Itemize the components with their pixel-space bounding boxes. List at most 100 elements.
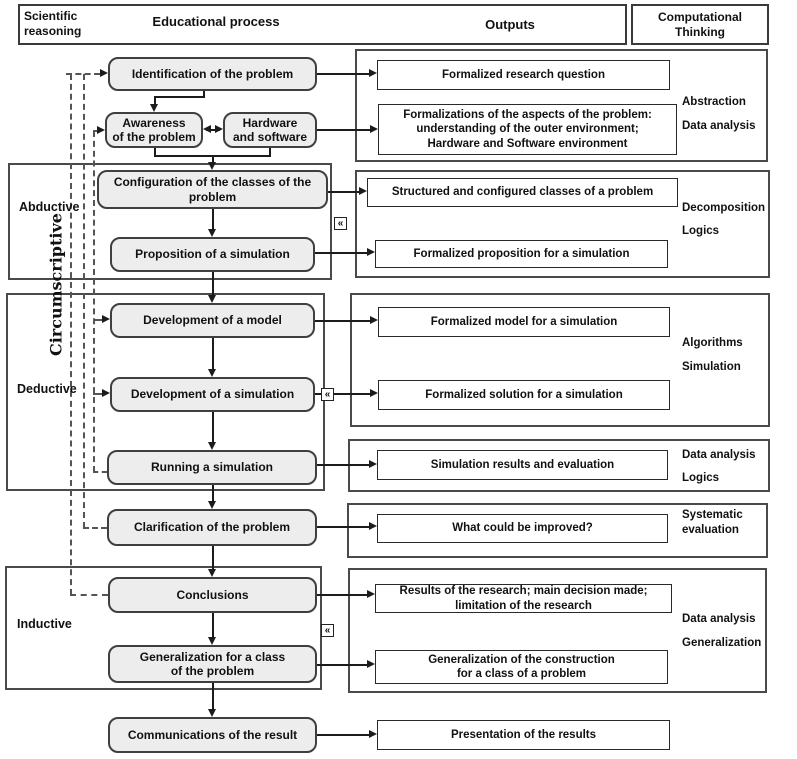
process-running-simulation: Running a simulation <box>107 450 317 485</box>
header-main-box <box>18 4 627 45</box>
output-group-abstraction <box>355 49 768 162</box>
arrow-conclusions-output <box>317 594 367 596</box>
output-group-decomposition <box>355 170 770 278</box>
elbow-identification-down <box>203 91 205 98</box>
arrow-running-clarification <box>212 485 214 502</box>
arrowhead <box>97 126 105 134</box>
arrowhead <box>208 501 216 509</box>
arrowhead <box>102 315 110 323</box>
process-development-simulation: Development of a simulation <box>110 377 315 412</box>
arrow-hardware-output <box>317 129 370 131</box>
arrowhead <box>370 389 378 397</box>
arrow-proposition-devmodel <box>212 272 214 296</box>
output-generalization-construction: Generalization of the construction for a… <box>375 650 668 684</box>
arrowhead <box>369 522 377 530</box>
arrow-devmodel-devsim <box>212 338 214 370</box>
feedback-running-loop <box>93 131 95 472</box>
arrow-config-proposition <box>212 209 214 231</box>
output-formalizations: Formalizations of the aspects of the pro… <box>378 104 677 155</box>
output-improved: What could be improved? <box>377 514 668 543</box>
merge-awareness-down <box>154 148 156 157</box>
arrowhead <box>370 316 378 324</box>
ct-generalization: Generalization <box>682 637 762 649</box>
merge-drop <box>212 155 214 163</box>
output-research-question: Formalized research question <box>377 60 670 90</box>
arrowhead <box>369 69 377 77</box>
output-group-generalization <box>348 568 767 693</box>
feedback-top-into-identification <box>66 73 100 75</box>
process-proposition: Proposition of a simulation <box>110 237 315 272</box>
output-formalized-proposition: Formalized proposition for a simulation <box>375 240 668 268</box>
arrow-devmodel-output <box>315 320 370 322</box>
ct-simulation: Simulation <box>682 361 741 373</box>
arrowhead <box>208 709 216 717</box>
arrowhead <box>208 442 216 450</box>
elbow-identification-left <box>154 96 205 98</box>
elbow-identification-drop <box>154 96 156 105</box>
feedback-clarification-identification <box>83 74 85 528</box>
arrowhead <box>208 369 216 377</box>
collapse-marker-inductive: « <box>321 624 334 637</box>
ct-systematic-evaluation: Systematic evaluation <box>682 509 743 536</box>
arrow-generalization-output <box>317 664 367 666</box>
feedback-conclusions-stub <box>70 594 108 596</box>
collapse-marker-abductive: « <box>334 217 347 230</box>
ct-decomposition: Decomposition <box>682 202 766 214</box>
group-abductive <box>8 163 332 280</box>
output-presentation: Presentation of the results <box>377 720 670 750</box>
header-ct-box <box>631 4 769 45</box>
ct-data-analysis-1: Data analysis <box>682 120 756 132</box>
arrowhead <box>208 229 216 237</box>
ct-logics-1: Logics <box>682 225 720 237</box>
header-educational-process: Educational process <box>152 13 280 29</box>
output-structured-classes: Structured and configured classes of a p… <box>367 178 678 207</box>
arrowhead <box>359 187 367 195</box>
process-development-model: Development of a model <box>110 303 315 338</box>
arrow-running-output <box>317 464 369 466</box>
ct-abstraction: Abstraction <box>682 96 746 108</box>
label-deductive: Deductive <box>17 382 77 396</box>
feedback-clarification-stub <box>83 527 107 529</box>
arrow-communications-output <box>317 734 369 736</box>
ct-data-analysis-3: Data analysis <box>682 613 756 625</box>
arrowhead <box>208 569 216 577</box>
arrowhead <box>367 248 375 256</box>
output-results-research: Results of the research; main decision m… <box>375 584 672 613</box>
feedback-into-awareness <box>93 130 98 132</box>
output-group-algorithms <box>350 293 770 427</box>
arrow-generalization-communications <box>212 683 214 710</box>
label-inductive: Inductive <box>17 617 72 631</box>
feedback-running-stub <box>93 471 107 473</box>
arrow-clarification-conclusions <box>212 546 214 570</box>
arrow-devsim-running <box>212 412 214 443</box>
arrow-identification-output <box>317 73 369 75</box>
arrowhead-right <box>215 125 223 133</box>
arrowhead <box>369 460 377 468</box>
arrow-awareness-hardware <box>206 129 220 131</box>
ct-data-analysis-2: Data analysis <box>682 449 756 461</box>
arrow-clarification-output <box>317 526 369 528</box>
process-communications: Communications of the result <box>108 717 317 753</box>
output-formalized-solution: Formalized solution for a simulation <box>378 380 670 410</box>
header-computational-thinking: Computational Thinking <box>658 9 742 39</box>
header-scientific-reasoning: Scientific reasoning <box>24 9 82 38</box>
process-conclusions: Conclusions <box>108 577 317 613</box>
arrowhead <box>150 104 158 112</box>
output-simulation-results: Simulation results and evaluation <box>377 450 668 480</box>
label-circumscriptive: Circumscriptive <box>46 213 66 357</box>
arrow-conclusions-generalization <box>212 613 214 638</box>
ct-logics-2: Logics <box>682 472 720 484</box>
process-hardware: Hardware and software <box>223 112 317 148</box>
output-formalized-model: Formalized model for a simulation <box>378 307 670 337</box>
process-awareness: Awareness of the problem <box>105 112 203 148</box>
feedback-into-devsim <box>93 393 103 395</box>
merge-hardware-down <box>269 148 271 157</box>
arrowhead <box>367 660 375 668</box>
process-identification: Identification of the problem <box>108 57 317 91</box>
arrow-devsim-output <box>315 393 370 395</box>
output-group-systematic <box>347 503 768 558</box>
arrowhead <box>208 295 216 303</box>
arrowhead <box>100 69 108 77</box>
arrowhead <box>367 590 375 598</box>
